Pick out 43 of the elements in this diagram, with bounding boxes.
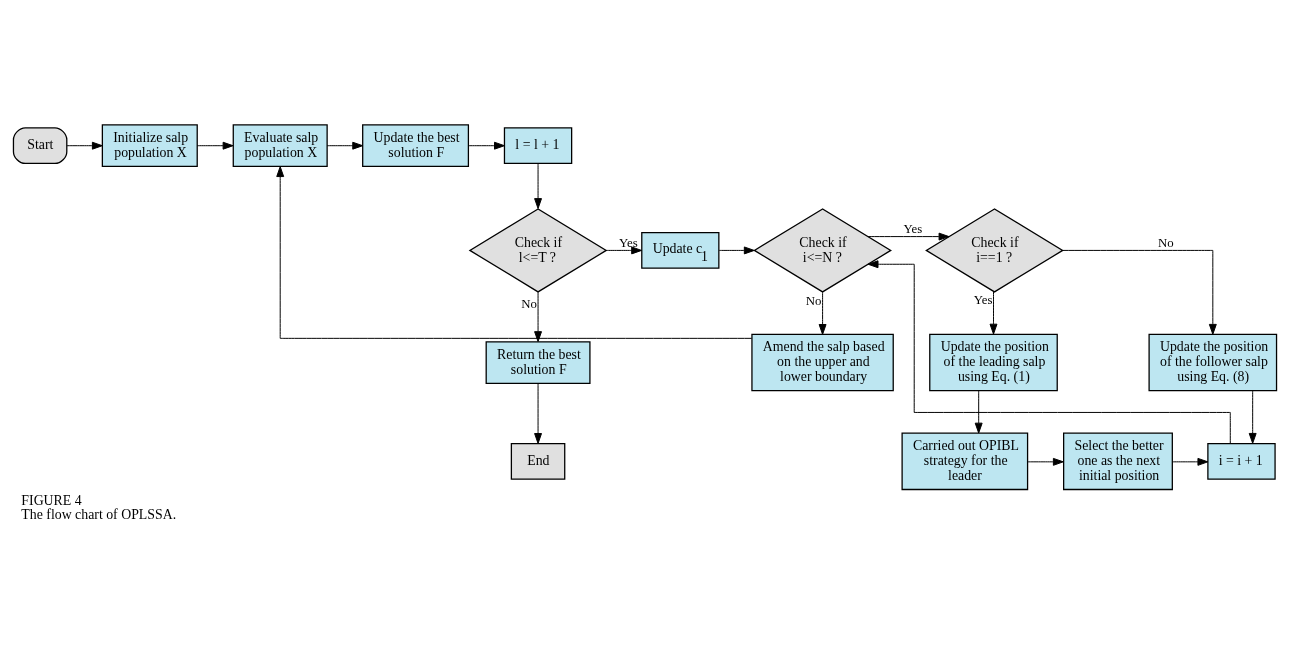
arrow [974, 389, 983, 434]
arrow [534, 291, 542, 342]
node-box: Initialize salp population X [101, 123, 198, 167]
node-box: End [510, 442, 566, 480]
caption: The flow chart of OPLSSA. [21, 506, 177, 522]
node-box: Carried out OPIBL strategy for the leader [901, 432, 1029, 490]
arrow [1027, 457, 1064, 466]
arrow [468, 141, 505, 150]
node-box: i = i + 1 [1207, 442, 1276, 480]
edge-label: Yes [973, 292, 993, 307]
node-box: Update the position of the leading salp using Eq. (1) [929, 333, 1058, 391]
node-box: Update the position of the follower salp using Eq. (8) [1148, 333, 1278, 391]
arrow [66, 141, 103, 150]
node-box: Start [12, 126, 68, 164]
arrow [534, 382, 542, 444]
edge-label: No [805, 293, 822, 308]
arrow [326, 141, 364, 150]
edge-label: Yes [618, 235, 638, 250]
edge-label: No [521, 296, 537, 311]
arrow [867, 259, 1231, 444]
edge-label: No [1157, 235, 1174, 250]
node-box: Update the best solution F [362, 123, 470, 167]
edge-label: Yes [903, 221, 923, 236]
node-diamond: Check if l<=T ? [468, 207, 608, 293]
node-box: l = l + 1 [503, 126, 573, 164]
node-box: Evaluate salp population X [232, 123, 328, 167]
node-box: Return the best solution F [485, 340, 591, 384]
arrow [818, 291, 827, 335]
diagram-title: FIGURE 4 [21, 492, 82, 508]
arrow [867, 232, 950, 241]
arrow [534, 162, 542, 209]
arrow [718, 245, 755, 254]
node-box: Select the better one as the next initial position [1063, 432, 1173, 490]
arrow [605, 245, 643, 254]
arrow [989, 290, 998, 335]
node-diamond: Check if i<=N ? [753, 207, 892, 293]
arrow [276, 165, 753, 339]
arrow [1062, 249, 1217, 335]
arrow [1172, 457, 1209, 466]
arrow [196, 141, 234, 150]
node-diamond: Check if i==1 ? [925, 207, 1064, 293]
arrow [1248, 389, 1257, 444]
node-box: Amend the salp based on the upper and lower boundary [751, 333, 894, 391]
